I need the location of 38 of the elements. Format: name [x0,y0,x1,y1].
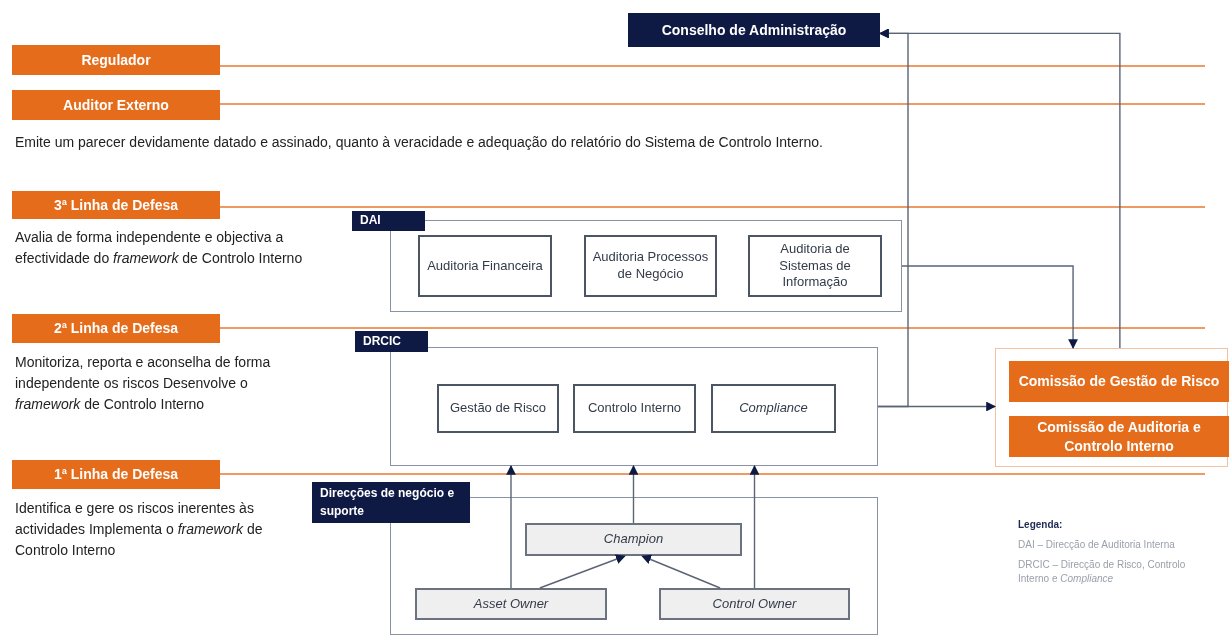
connector-arrow [628,465,639,524]
line-of-defense-tab: 1ª Linha de Defesa [12,460,220,489]
line-of-defense-tab: Auditor Externo [12,90,220,120]
committee-box: Comissão de Auditoria e Controlo Interno [1009,416,1229,457]
legend-note: DRCIC – Direcção de Risco, Controlo Interno e Compliance [1018,558,1187,586]
function-box: Auditoria Financeira [418,235,552,297]
line-of-defense-tab: 3ª Linha de Defesa [12,191,220,219]
connector-arrow [641,554,721,589]
connector-arrow [879,28,1121,349]
description-text: Monitoriza, reporta e aconselha de forma independente os riscos Desenvolve o framework de Controlo Interno [15,353,272,414]
board-box: Conselho de Administração [628,13,880,47]
connector-arrow [506,465,516,589]
group-heading: DRCIC [355,331,428,352]
function-box: Auditoria de Sistemas de Informação [748,235,882,297]
function-box: Controlo Interno [573,384,696,433]
role-box: Control Owner [659,588,850,620]
group-heading: Direcções de negócio e suporte [312,482,470,523]
function-box: Compliance [711,384,836,433]
connector-arrow [749,465,760,589]
group-heading: DAI [352,211,425,231]
function-box: Auditoria Processos de Negócio [584,235,717,297]
department-group [355,331,878,466]
description-text: Emite um parecer devidamente datado e assinado, quanto à veracidade e adequação do relatório do Sistema de Controlo Interno. [15,133,824,152]
function-box: Gestão de Risco [437,384,559,433]
connector-arrow [901,265,1078,349]
legend-note: DAI – Direcção de Auditoria Interna [1018,538,1176,552]
role-box: Champion [525,523,742,556]
department-group [352,211,902,312]
role-box: Asset Owner [415,588,607,620]
legend-title: Legenda: [1018,518,1064,532]
committee-box: Comissão de Gestão de Risco [1009,361,1229,402]
department-group [312,482,878,635]
line-of-defense-tab: 2ª Linha de Defesa [12,314,220,343]
connector-arrow [539,554,626,589]
description-text: Identifica e gere os riscos inerentes às actividades Implementa o framework de Controlo Interno [15,499,264,560]
description-text: Avalia de forma independente e objectiva a efectividade do framework de Controlo Interno [15,228,304,268]
line-of-defense-tab: Regulador [12,45,220,75]
committees-frame [995,348,1228,467]
